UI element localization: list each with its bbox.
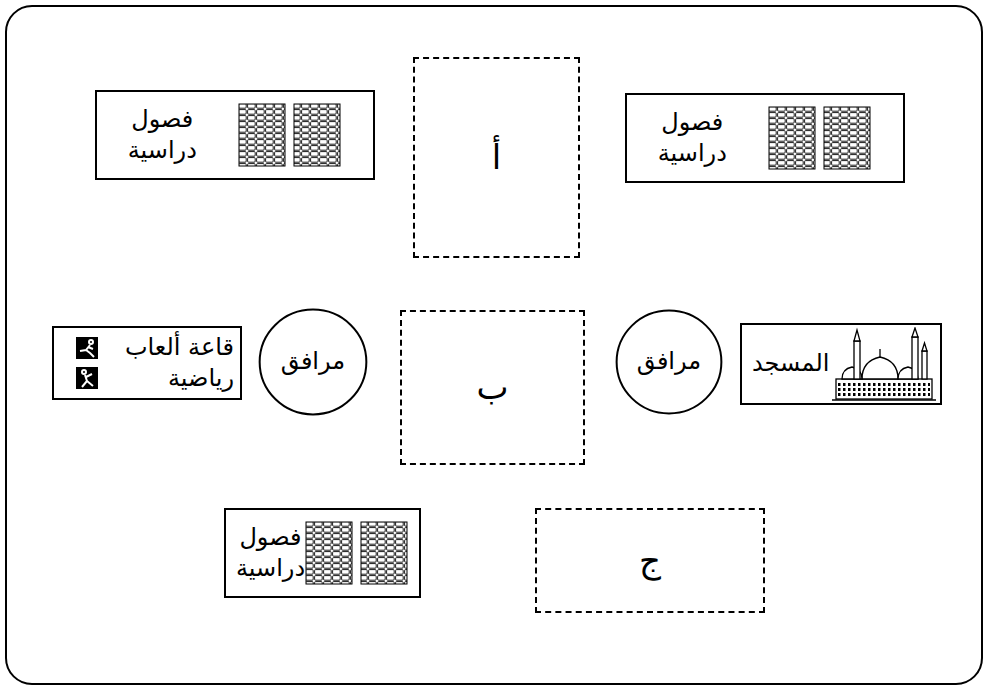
node-label: ج: [639, 538, 661, 582]
node-label: فصول دراسية: [658, 107, 727, 169]
classroom-icon: [238, 103, 342, 167]
node-label: أ: [492, 135, 501, 179]
building-box: فصول دراسية: [95, 90, 375, 180]
node-label: المسجد: [752, 348, 829, 379]
planned-area: ب: [400, 310, 585, 465]
building-box: قاعة ألعاب رياضية: [52, 326, 242, 400]
node-label: مرافق: [637, 346, 701, 377]
node-label: ب: [476, 365, 508, 409]
node-label: قاعة ألعاب رياضية: [104, 332, 234, 394]
facility-circle: مرافق: [615, 309, 723, 415]
facility-circle: مرافق: [258, 308, 368, 416]
node-label: مرافق: [281, 346, 345, 377]
building-box: فصول دراسية: [224, 508, 421, 598]
mosque-icon: [832, 327, 936, 401]
classroom-icon: [305, 521, 409, 585]
node-label: فصول دراسية: [128, 104, 197, 166]
building-box: فصول دراسية: [625, 93, 905, 183]
planned-area: أ: [413, 57, 580, 258]
classroom-icon: [768, 106, 872, 170]
node-label: فصول دراسية: [236, 522, 305, 584]
building-box: المسجد: [740, 323, 942, 405]
site-border: [6, 6, 982, 684]
sports-icons: [76, 337, 98, 389]
planned-area: ج: [535, 508, 765, 613]
